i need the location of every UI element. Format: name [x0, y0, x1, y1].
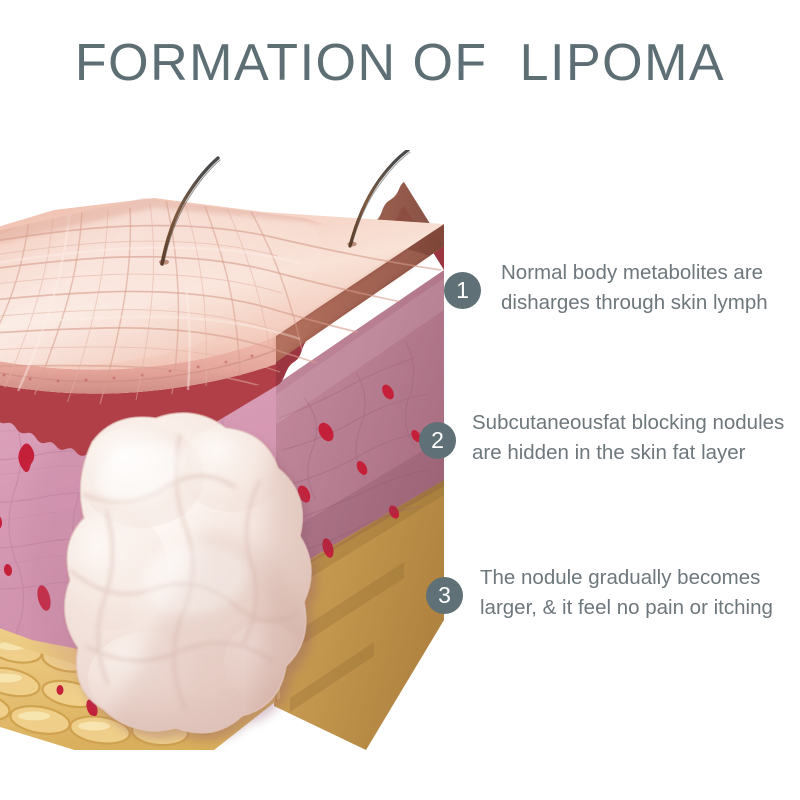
legend-text-2-line-1: Subcutaneousfat blocking nodules — [472, 411, 785, 434]
legend-text-1-line-2: disharges through skin lymph — [501, 291, 768, 314]
legend-text-2: Subcutaneousfat blocking nodules are hid… — [472, 408, 784, 468]
legend-badge-2: 2 — [419, 422, 456, 459]
page-title: FORMATION OF LIPOMA — [74, 34, 726, 92]
legend-text-3-line-1: The nodule gradually becomes — [480, 566, 761, 589]
dermo-epidermal-junction-front — [0, 364, 276, 463]
legend-badge-1: 1 — [444, 272, 481, 309]
hair-shafts — [159, 150, 411, 266]
legend-text-1-line-1: Normal body metabolites are — [501, 261, 764, 284]
legend-text-1: Normal body metabolites are disharges th… — [501, 258, 768, 318]
hair-3 — [348, 150, 410, 248]
legend-text-3-line-2: larger, & it feel no pain or itching — [480, 596, 773, 619]
legend-badge-3: 3 — [426, 577, 463, 614]
legend-text-2-line-2: are hidden in the skin fat layer — [472, 441, 746, 464]
epidermis-top-surface — [0, 198, 444, 407]
skin-cross-section-illustration — [0, 150, 444, 750]
papillary-dots — [2, 354, 254, 383]
legend-text-3: The nodule gradually becomes larger, & i… — [480, 563, 773, 623]
lipoma-nodule — [63, 412, 318, 741]
hair-2 — [160, 156, 220, 266]
